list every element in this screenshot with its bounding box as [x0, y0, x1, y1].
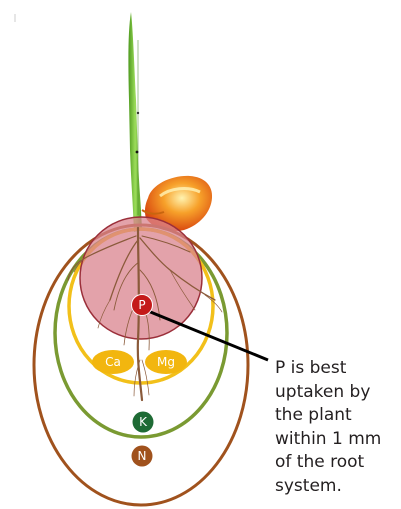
n-label: N	[138, 449, 147, 463]
caption-line: the plant	[275, 404, 397, 428]
caption-line: within 1 mm	[275, 428, 397, 452]
plant-shoot	[128, 12, 142, 232]
caption-line: uptaken by	[275, 381, 397, 405]
p-badge: P	[132, 295, 153, 316]
k-badge: K	[133, 412, 154, 433]
mg-label: Mg	[157, 355, 175, 369]
p-zone-circle	[80, 217, 202, 339]
caption-line: of the root	[275, 451, 397, 475]
p-label: P	[138, 298, 145, 312]
mg-badge: Mg	[145, 350, 187, 374]
p-uptake-caption: P is best uptaken by the plant within 1 …	[275, 357, 397, 498]
caption-line: P is best	[275, 357, 397, 381]
caption-line: system.	[275, 475, 397, 499]
ca-badge: Ca	[92, 350, 134, 374]
k-label: K	[139, 415, 148, 429]
ca-label: Ca	[105, 355, 121, 369]
n-badge: N	[132, 446, 153, 467]
